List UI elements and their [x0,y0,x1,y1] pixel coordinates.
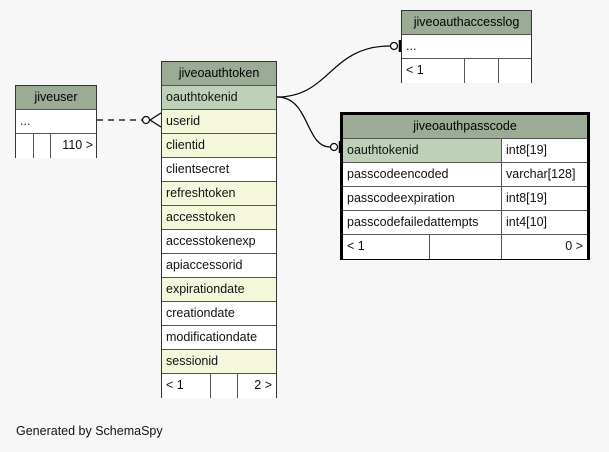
table-footer: < 1 [402,59,531,83]
column-name: expirationdate [166,282,245,296]
column-name: modificationdate [166,330,258,344]
table-footer: < 1 0 > [343,235,587,259]
table-header[interactable]: jiveoauthaccesslog [402,11,531,35]
column-type: int4[10] [506,215,548,229]
crowfoot-icon [149,112,162,121]
column-row-accesstoken[interactable]: accesstoken [162,206,276,230]
table-header[interactable]: jiveuser [16,86,96,110]
parents-count: < 1 [166,378,184,392]
column-row-accesstokenexp[interactable]: accesstokenexp [162,230,276,254]
optional-circle-icon [329,142,339,152]
parents-count: < 1 [406,63,424,77]
table-row: ... [16,110,96,134]
column-row-passcodeexpiration[interactable]: passcodeexpiration int8[19] [343,187,587,211]
column-name: refreshtoken [166,186,236,200]
column-name: passcodefailedattempts [347,215,479,229]
generated-by-label: Generated by SchemaSpy [16,424,163,438]
column-name: apiaccessorid [166,258,243,272]
table-jiveoauthaccesslog[interactable]: jiveoauthaccesslog ... < 1 [401,10,532,83]
crowfoot-icon [149,119,162,128]
column-name: creationdate [166,306,235,320]
column-row-sessionid[interactable]: sessionid [162,350,276,374]
link-token-to-passcode [276,96,331,148]
column-name: oauthtokenid [166,90,238,104]
table-header[interactable]: jiveoauthpasscode [343,115,587,139]
column-type: int8[19] [506,191,548,205]
column-row-userid[interactable]: userid [162,110,276,134]
column-type: varchar[128] [506,167,576,181]
table-row: ... [402,35,531,59]
column-row-clientsecret[interactable]: clientsecret [162,158,276,182]
row-label: ... [20,114,31,128]
column-row-refreshtoken[interactable]: refreshtoken [162,182,276,206]
column-name: clientsecret [166,162,230,176]
parents-count: < 1 [347,239,365,253]
table-jiveuser[interactable]: jiveuser ... 110 > [15,85,97,158]
column-row-modificationdate[interactable]: modificationdate [162,326,276,350]
rows-count: 2 > [254,378,272,392]
table-footer: 110 > [16,134,96,158]
column-name: accesstoken [166,210,236,224]
column-row-passcodefailedattempts[interactable]: passcodefailedattempts int4[10] [343,211,587,235]
link-token-to-accesslog [276,45,391,98]
row-label: ... [406,39,417,53]
column-name: clientid [166,138,205,152]
rows-count: 0 > [565,239,583,253]
column-name: userid [166,114,201,128]
column-name: passcodeexpiration [347,191,455,205]
column-row-oauthtokenid[interactable]: oauthtokenid [162,86,276,110]
optional-circle-icon [389,41,399,51]
column-row-passcodeencoded[interactable]: passcodeencoded varchar[128] [343,163,587,187]
column-row-oauthtokenid[interactable]: oauthtokenid int8[19] [343,139,587,163]
table-jiveoauthtoken[interactable]: jiveoauthtoken oauthtokenid userid clienti… [161,61,277,398]
column-name: oauthtokenid [347,143,419,157]
table-footer: < 1 2 > [162,374,276,398]
rows-count: 110 > [62,138,93,152]
column-name: passcodeencoded [347,167,449,181]
column-row-expirationdate[interactable]: expirationdate [162,278,276,302]
column-type: int8[19] [506,143,548,157]
table-header[interactable]: jiveoauthtoken [162,62,276,86]
column-row-clientid[interactable]: clientid [162,134,276,158]
column-row-apiaccessorid[interactable]: apiaccessorid [162,254,276,278]
column-row-creationdate[interactable]: creationdate [162,302,276,326]
column-name: accesstokenexp [166,234,256,248]
column-name: sessionid [166,354,219,368]
optional-circle-icon [141,115,151,125]
